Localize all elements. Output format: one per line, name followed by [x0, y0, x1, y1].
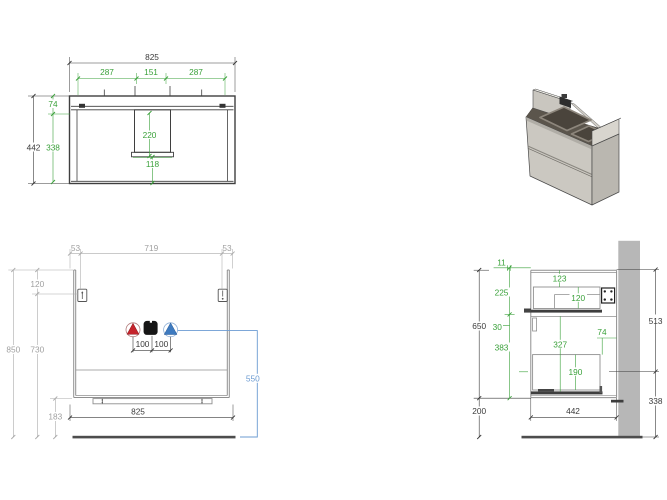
hinge-mark-right — [219, 103, 226, 108]
dim-bg — [492, 342, 511, 352]
dim-drawer-gap: 74 — [597, 327, 607, 337]
top-view-black-dims — [28, 57, 238, 186]
dim-bg — [24, 142, 43, 152]
drain-height-dim: 550 — [177, 330, 262, 438]
dim-bg — [141, 130, 158, 139]
drain-icon — [143, 320, 158, 335]
dim-top-right-span: 287 — [189, 67, 203, 77]
isometric-view — [525, 88, 622, 206]
dim-supply-right: 100 — [154, 339, 168, 349]
dim-top-cutout-depth: 220 — [143, 130, 157, 140]
dim-side-total-depth: 442 — [566, 406, 580, 416]
dim-bg — [566, 367, 584, 376]
dim-lower-cavity: 327 — [553, 339, 567, 349]
iso-front-top-edge — [526, 117, 592, 150]
dim-lower-drawer: 190 — [568, 367, 582, 377]
dim-top-left-span: 287 — [100, 67, 114, 77]
dim-bg — [144, 159, 161, 168]
dim-bg — [47, 99, 59, 108]
bottom-rail — [92, 398, 213, 405]
front-view: 100 100 550 53 — [4, 243, 262, 440]
dim-front-total-width: 825 — [131, 406, 145, 416]
dim-wall-gap: 11 — [497, 258, 506, 268]
dim-bg — [551, 273, 569, 283]
top-view: 825 442 287 151 287 74 338 220 — [24, 52, 238, 186]
wall-bracket — [600, 287, 616, 304]
iso-hinge-top — [561, 94, 567, 98]
upper-slide-nub — [524, 308, 531, 313]
cold-water-icon — [163, 322, 179, 338]
iso-right-panel-rim — [591, 117, 622, 132]
upper-drawer-slide — [524, 309, 602, 313]
hot-water-icon — [125, 322, 141, 338]
dim-top-cutout-front: 118 — [146, 159, 160, 169]
dim-top-total-width: 825 — [145, 52, 159, 62]
dim-top-rail: 123 — [553, 273, 567, 283]
dim-floor-clearance: 200 — [472, 406, 486, 416]
floor-line-side — [521, 435, 643, 439]
dim-bg — [4, 345, 23, 354]
dim-bracket-offset-right: 53 — [222, 243, 232, 253]
lower-slide-detail — [538, 389, 554, 392]
dim-bracket-height: 730 — [30, 345, 44, 355]
dim-total-height: 850 — [6, 345, 20, 355]
iso-drawer-seam2 — [527, 148, 593, 178]
dim-upper-height: 513 — [649, 316, 663, 326]
dim-lower-section: 383 — [495, 342, 509, 352]
dim-bg — [470, 406, 489, 416]
dim-bg — [646, 396, 665, 406]
dim-bg — [470, 321, 489, 331]
dim-bracket-span: 719 — [144, 243, 158, 253]
dim-bottom-clearance: 183 — [48, 412, 62, 422]
dim-lower-height: 338 — [649, 396, 663, 406]
dim-side-total-height: 650 — [472, 321, 486, 331]
side-view-black-dims — [473, 267, 659, 440]
dim-bg — [28, 279, 47, 289]
dim-supply-left: 100 — [136, 339, 150, 349]
top-view-green-dims — [48, 73, 228, 186]
dim-bg — [492, 287, 511, 297]
iso-left-box — [539, 106, 592, 132]
supply-spacing-dim — [130, 335, 173, 353]
dim-bg — [46, 412, 65, 421]
floor-line-front — [72, 435, 236, 439]
dim-drain-height: 550 — [246, 374, 260, 384]
dim-top-inset: 74 — [48, 99, 58, 109]
iso-hinge-block — [559, 96, 571, 108]
wall-fixing-mark — [611, 399, 624, 403]
side-cabinet-outline — [530, 269, 618, 399]
dim-bg — [44, 143, 62, 152]
lower-slide-end — [599, 386, 603, 393]
mounting-bracket-left — [77, 288, 88, 302]
hinge-mark-left — [79, 103, 85, 108]
dim-bracket-drop: 120 — [30, 279, 44, 289]
dim-bracket-offset-left: 53 — [71, 243, 81, 253]
dim-mid-gap: 30 — [493, 322, 503, 332]
dim-bg — [569, 293, 587, 302]
iso-drawer-seam — [527, 145, 593, 175]
front-width-dim — [67, 404, 236, 421]
dim-bg — [646, 314, 665, 324]
dim-bg — [491, 322, 503, 331]
dim-bg — [551, 339, 569, 349]
side-view: 650 200 513 338 442 11 225 30 — [470, 240, 665, 440]
dim-bg — [28, 345, 47, 354]
mounting-bracket-right — [217, 288, 228, 302]
dim-top-inner-depth: 338 — [46, 142, 60, 152]
lower-drawer-slide — [530, 391, 603, 395]
dim-top-center-span: 151 — [144, 67, 158, 77]
front-view-gray-dims — [8, 249, 235, 440]
wall — [618, 240, 640, 437]
dim-top-total-depth: 442 — [27, 142, 41, 152]
iso-right-panel — [591, 133, 620, 206]
basin-cutout-lip — [131, 151, 174, 158]
dim-bg — [596, 327, 609, 336]
dim-upper-section: 225 — [495, 287, 509, 297]
dim-upper-drawer: 120 — [571, 293, 585, 303]
